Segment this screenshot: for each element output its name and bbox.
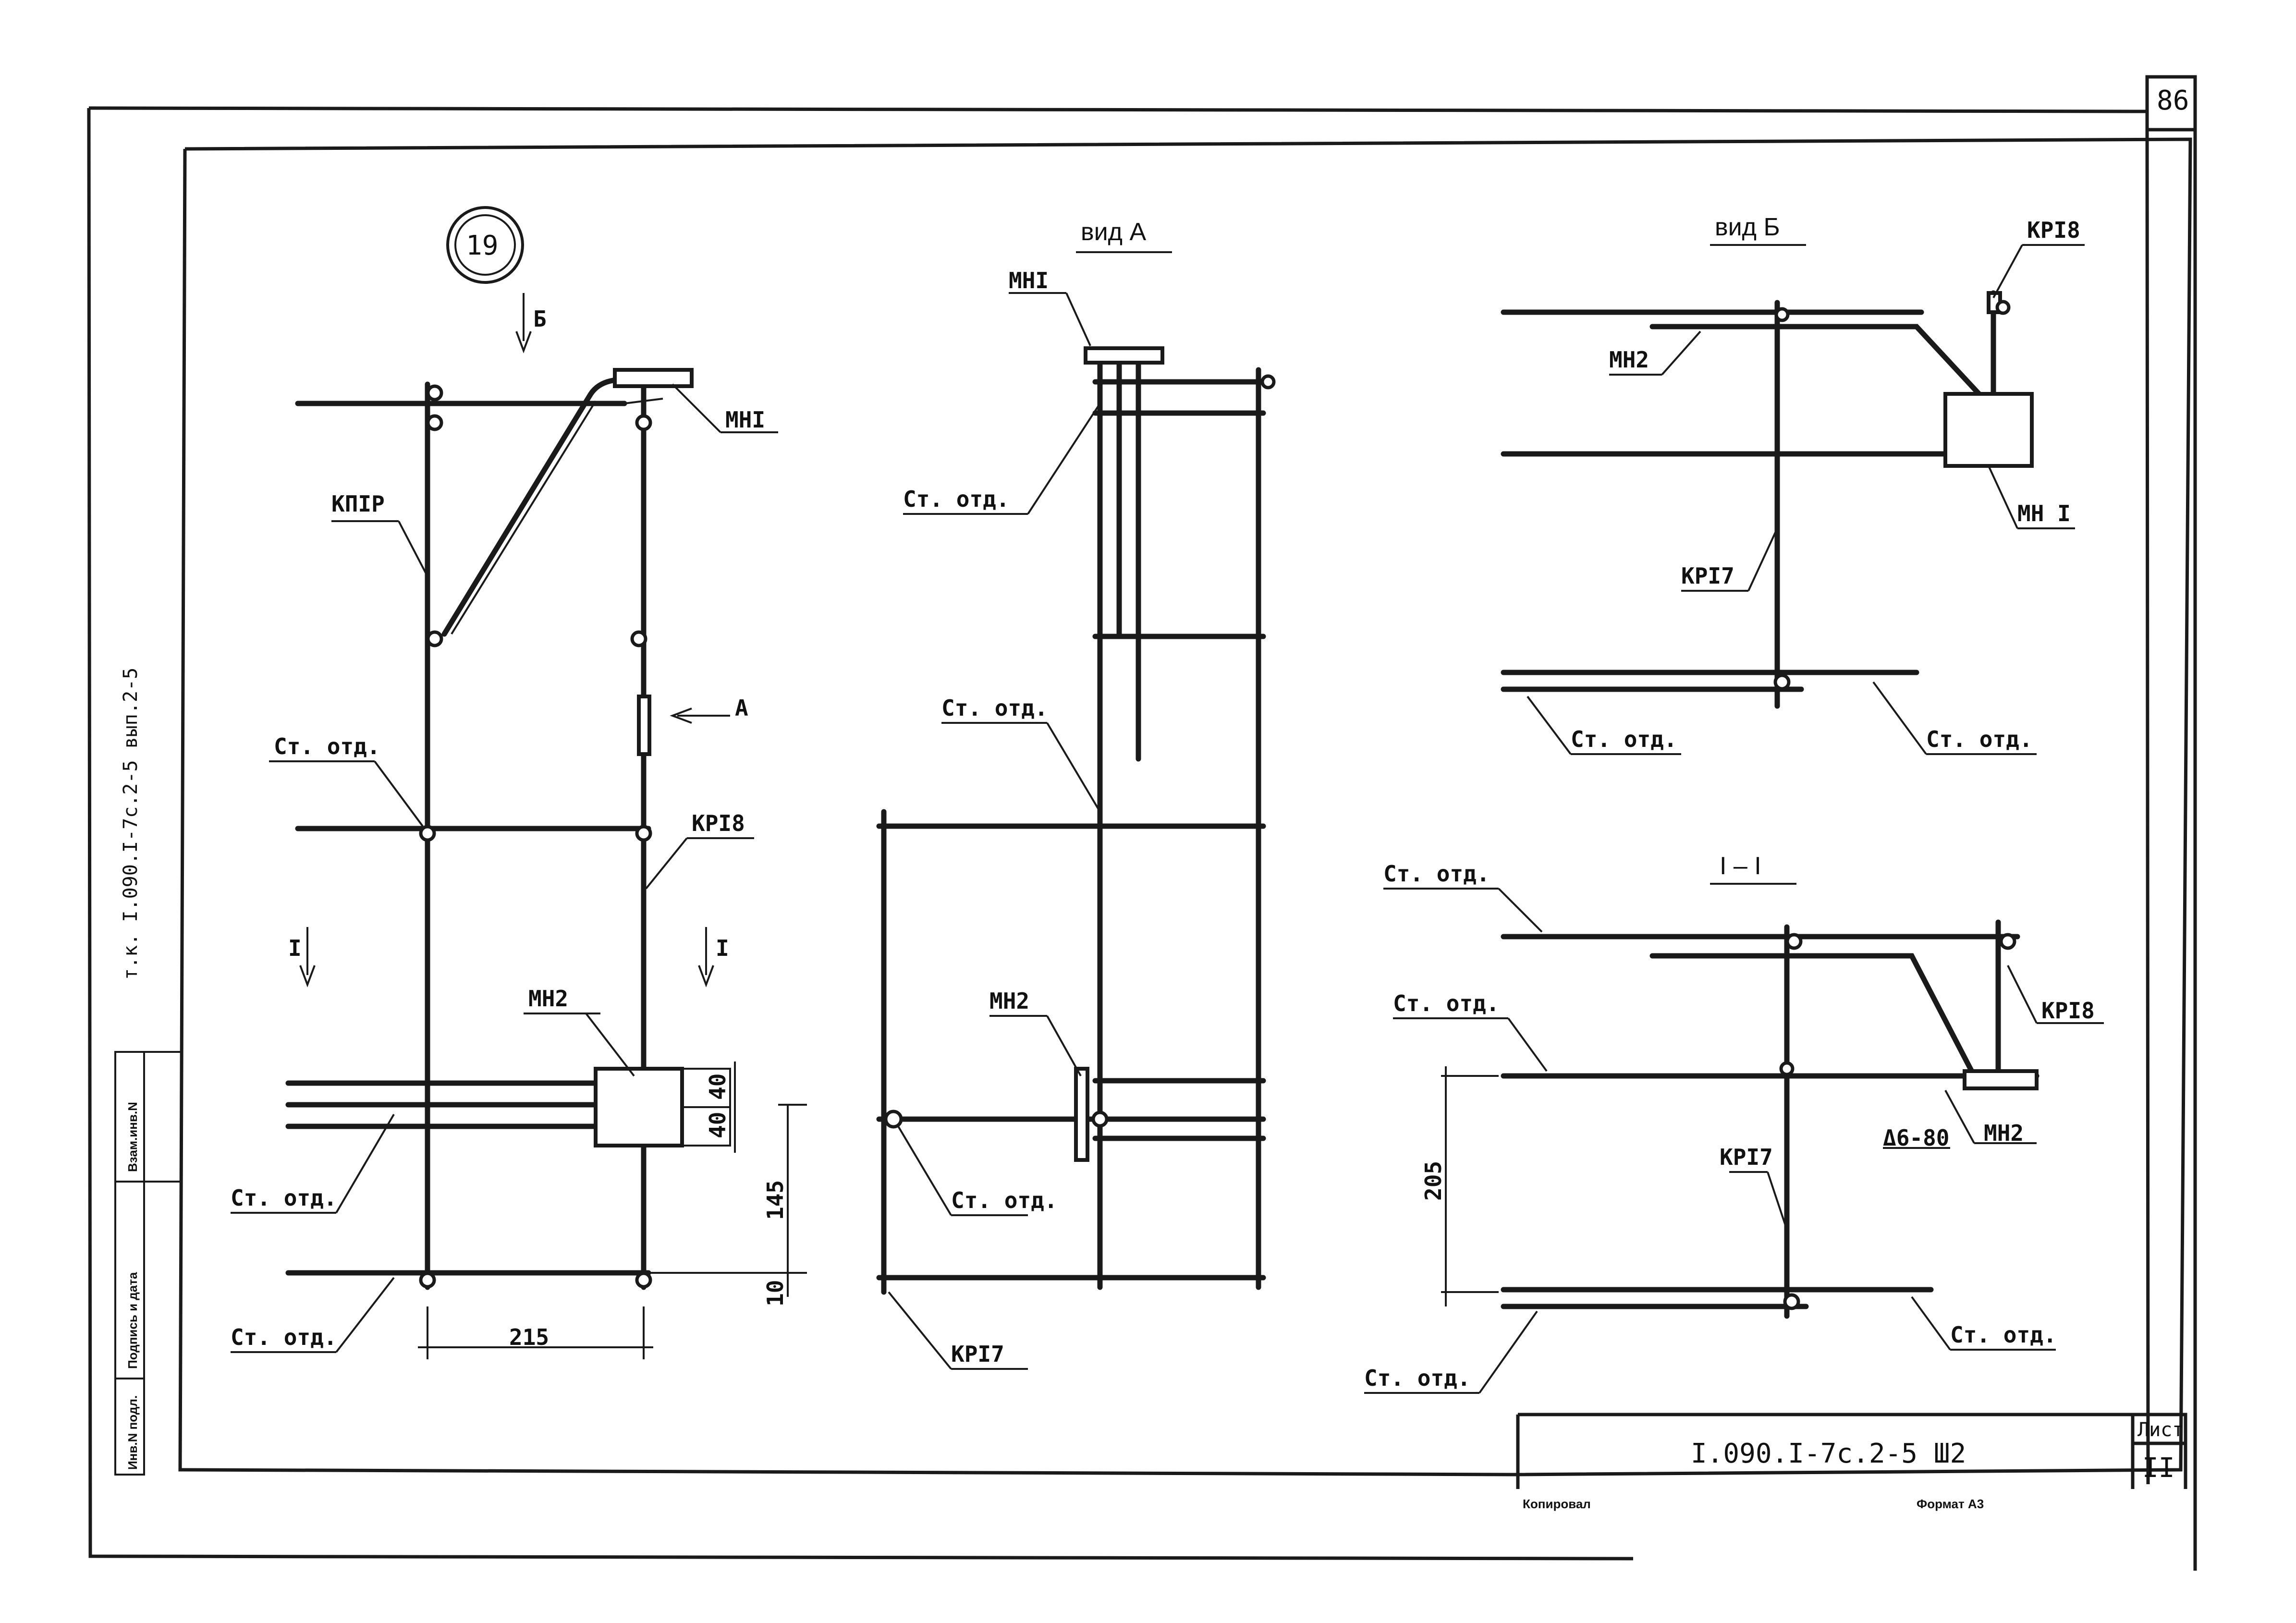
label-mn2-view-b: МН2 bbox=[1609, 347, 1649, 373]
dim-40-top: 40 bbox=[705, 1074, 731, 1100]
label-st-otd-section-1: Ст. отд. bbox=[1383, 861, 1490, 887]
dim-10: 10 bbox=[762, 1280, 788, 1306]
label-kp17-view-a: КРI7 bbox=[951, 1341, 1004, 1367]
label-kp18-section: КРI8 bbox=[2041, 998, 2095, 1024]
section-1-1-nodes bbox=[1779, 933, 2016, 1310]
section-arrow-b-label: Б bbox=[533, 306, 547, 332]
title-block bbox=[1516, 1413, 2187, 1489]
embedded-plate-mn1-main bbox=[613, 368, 694, 388]
main-view-nodes bbox=[419, 384, 652, 1289]
label-mn1-main: МНI bbox=[725, 407, 765, 433]
label-mn1-view-b: МН I bbox=[2017, 500, 2071, 526]
label-weld-section: Δ6-80 bbox=[1883, 1125, 1949, 1151]
margin-box-inv-podl: Инв.N подл. bbox=[125, 1395, 140, 1470]
label-st-otd-section-2: Ст. отд. bbox=[1393, 990, 1500, 1016]
label-st-otd-section-4: Ст. отд. bbox=[1364, 1365, 1471, 1391]
section-mark-right: I bbox=[716, 935, 729, 961]
label-mn1-view-a: МНI bbox=[1009, 268, 1049, 293]
label-st-otd-main-3: Ст. отд. bbox=[231, 1324, 337, 1350]
dim-40-bottom: 40 bbox=[705, 1112, 731, 1138]
section-1-1-dimension bbox=[1441, 1066, 1499, 1306]
view-a-plates bbox=[1074, 346, 1164, 1162]
main-view-dimensions bbox=[418, 1062, 807, 1359]
view-b-plates bbox=[1943, 291, 2034, 468]
view-b-leaders bbox=[1527, 244, 2085, 755]
title-block-designation: I.090.I-7с.2-5 Ш2 bbox=[1691, 1438, 1966, 1469]
view-a-title: вид А bbox=[1081, 218, 1146, 246]
dim-215: 215 bbox=[509, 1324, 549, 1350]
footer-copied: Копировал bbox=[1523, 1497, 1591, 1511]
label-mn2-section: МН2 bbox=[1984, 1120, 2024, 1146]
view-b-title: вид Б bbox=[1715, 213, 1780, 241]
margin-stamp-boxes bbox=[114, 1051, 183, 1476]
view-b-rebars bbox=[1501, 290, 1996, 709]
label-st-otd-section-3: Ст. отд. bbox=[1950, 1322, 2057, 1348]
label-kp17-main: КПIР bbox=[331, 491, 385, 517]
title-block-sheet-label: Лист bbox=[2137, 1419, 2184, 1441]
label-mn2-view-a: МН2 bbox=[989, 988, 1029, 1014]
footer-format: Формат А3 bbox=[1917, 1497, 1984, 1511]
label-kp17-view-b: КРI7 bbox=[1681, 563, 1734, 589]
side-stamp: т.к. I.090.I-7с.2-5 вып.2-5 bbox=[120, 668, 142, 980]
label-st-otd-view-b-1: Ст. отд. bbox=[1571, 726, 1677, 752]
detail-number-badge bbox=[446, 206, 524, 284]
label-st-otd-view-b-2: Ст. отд. bbox=[1926, 726, 2033, 752]
label-st-otd-view-a-3: Ст. отд. bbox=[951, 1187, 1058, 1213]
detail-number: 19 bbox=[466, 230, 498, 261]
label-st-otd-main-1: Ст. отд. bbox=[274, 733, 380, 759]
section-1-1-title: I – I bbox=[1720, 852, 1761, 880]
view-b-nodes bbox=[1773, 300, 2011, 691]
label-st-otd-view-a-1: Ст. отд. bbox=[903, 486, 1010, 512]
margin-box-vzam-inv: Взам.инв.N bbox=[125, 1102, 140, 1172]
section-1-1-leaders bbox=[1364, 888, 2104, 1394]
view-a-leaders bbox=[888, 292, 1101, 1370]
view-a-rebars bbox=[876, 362, 1266, 1295]
sheet-frame bbox=[87, 75, 2197, 1571]
embedded-plate-mn2-main bbox=[594, 1067, 731, 1147]
label-st-otd-view-a-2: Ст. отд. bbox=[941, 695, 1048, 721]
label-kp18-main: КРI8 bbox=[692, 810, 745, 836]
label-st-otd-main-2: Ст. отд. bbox=[231, 1185, 337, 1211]
section-arrows-main bbox=[299, 293, 730, 988]
section-mark-left: I bbox=[288, 935, 302, 961]
main-view-leaders bbox=[231, 383, 778, 1353]
dim-145: 145 bbox=[762, 1180, 788, 1220]
margin-box-signature-date: Подпись и дата bbox=[125, 1272, 140, 1369]
label-mn2-main: МН2 bbox=[528, 986, 568, 1012]
label-kp17-section: КРI7 bbox=[1720, 1144, 1773, 1170]
section-1-1-rebars bbox=[1501, 919, 2040, 1319]
label-kp18-view-b: КРI8 bbox=[2027, 217, 2080, 243]
view-arrow-a-label: А bbox=[735, 695, 748, 721]
sheet-corner-number: 86 bbox=[2157, 85, 2189, 116]
view-a-nodes bbox=[884, 374, 1276, 1129]
dim-205: 205 bbox=[1420, 1161, 1446, 1201]
title-block-sheet-number: II bbox=[2142, 1452, 2174, 1484]
section-1-1-plates bbox=[1963, 1069, 2039, 1090]
